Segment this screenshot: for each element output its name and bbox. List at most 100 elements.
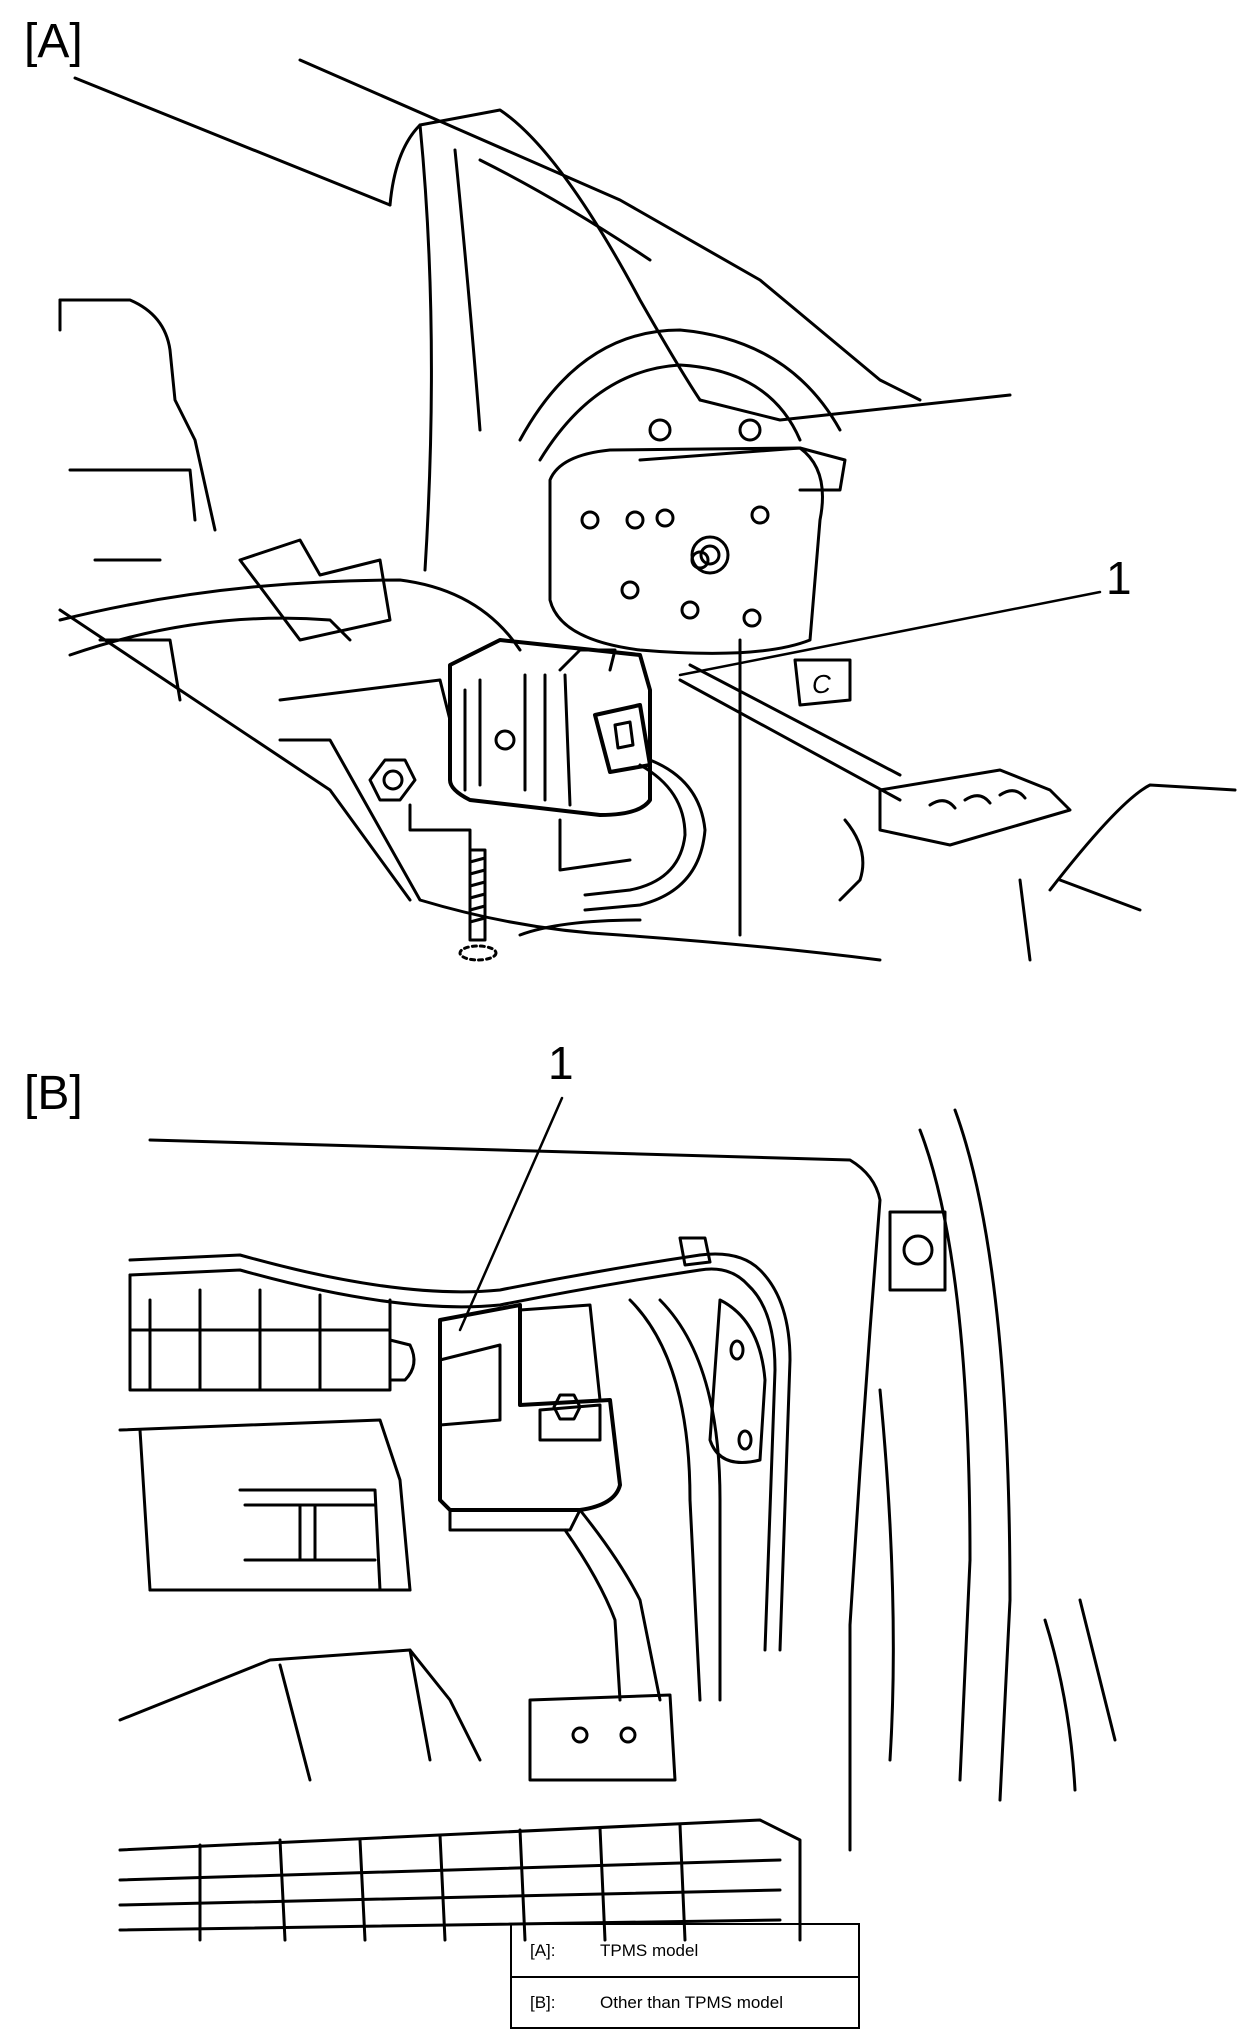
module-bracket-tab xyxy=(540,1405,600,1440)
module-hole xyxy=(496,731,514,749)
strut-center-bolt-inner xyxy=(701,546,719,564)
harness-line-upper xyxy=(130,1255,700,1292)
dash-left-edge xyxy=(140,1430,150,1590)
harness-clip xyxy=(680,1238,710,1265)
module-top-clip xyxy=(560,650,615,670)
module-rib xyxy=(565,675,570,805)
center-support xyxy=(630,1300,700,1700)
right-body-edge xyxy=(1020,880,1030,960)
lower-grille-slats xyxy=(200,1825,685,1940)
pillar-bracket xyxy=(890,1212,945,1290)
pillar-bracket-hole xyxy=(904,1236,932,1264)
stud-base xyxy=(460,946,496,960)
body-edge-line xyxy=(75,78,390,205)
legend-text-b: Other than TPMS model xyxy=(600,1992,783,2012)
module-front-face xyxy=(440,1345,500,1425)
lower-mount-plate xyxy=(530,1695,675,1780)
legend-row-b: [B]: Other than TPMS model xyxy=(512,1976,858,2027)
strut-plate-top xyxy=(640,448,845,490)
pillar-inner-edge xyxy=(455,150,480,430)
legend-text-a: TPMS model xyxy=(600,1940,699,1960)
strut-hole xyxy=(744,610,760,626)
vent-slats xyxy=(150,1290,320,1390)
right-body-line-2 xyxy=(1060,880,1140,910)
fender-top-line xyxy=(300,60,920,400)
nut-guide-line xyxy=(410,805,470,850)
right-body-line xyxy=(1050,785,1235,890)
engine-component-outline xyxy=(60,300,215,530)
legend-box: [A]: TPMS model [B]: Other than TPMS mod… xyxy=(510,1923,860,2029)
pillar-outline xyxy=(390,110,700,400)
harness-line-lower xyxy=(130,1270,700,1307)
strut-hole xyxy=(650,420,670,440)
strut-plate xyxy=(550,448,823,653)
panel-b-drawing xyxy=(120,1098,1115,1940)
dash-lower-edge xyxy=(120,1420,410,1590)
module-bracket xyxy=(520,1305,600,1400)
a-pillar-curve-inner-2 xyxy=(880,1390,893,1760)
apron-ledge xyxy=(280,680,450,720)
strut-bar xyxy=(680,680,900,800)
dash-top-outline xyxy=(150,1140,880,1850)
pillar-front-edge xyxy=(420,125,431,570)
legend-key-b: [B]: xyxy=(530,1992,556,2012)
engine-component-line xyxy=(70,470,195,520)
strut-hole xyxy=(622,582,638,598)
a-pillar-curve-inner xyxy=(920,1130,970,1780)
leader-line-a xyxy=(680,592,1100,675)
bracket-c-letter: C xyxy=(812,669,831,699)
duct-segment xyxy=(280,1665,310,1780)
legend-row-a: [A]: TPMS model xyxy=(512,1925,858,1976)
module-connector xyxy=(595,705,650,772)
strut-hole xyxy=(657,510,673,526)
strut-hole xyxy=(682,602,698,618)
fender-lower-edge xyxy=(700,395,1010,420)
module-body xyxy=(440,1305,620,1510)
strut-hole xyxy=(740,420,760,440)
module-bolt xyxy=(554,1395,580,1419)
apron-lower-line xyxy=(280,740,880,960)
mount-hole xyxy=(621,1728,635,1742)
apron-diagonal xyxy=(60,610,410,900)
vent-clip xyxy=(390,1340,414,1380)
module-wire-2 xyxy=(565,1530,620,1700)
wire-harness-inner xyxy=(585,765,685,895)
apron-upper-line xyxy=(60,580,520,650)
module-bottom xyxy=(450,1510,580,1530)
module-body xyxy=(450,640,650,815)
strut-hole xyxy=(627,512,643,528)
apron-inner-line xyxy=(70,618,350,655)
right-bracket xyxy=(880,770,1070,845)
wire-harness xyxy=(585,760,705,910)
pillar-inner-line xyxy=(480,160,650,260)
switch-panel-details xyxy=(245,1505,375,1560)
strut-hole xyxy=(582,512,598,528)
bracket-plate-hole xyxy=(739,1431,751,1449)
strut-center-bolt xyxy=(692,537,728,573)
panel-a-callout-1: 1 xyxy=(1106,552,1132,604)
harness-down-inner xyxy=(700,1269,775,1650)
center-support-2 xyxy=(660,1300,720,1700)
bracket-plate xyxy=(710,1300,765,1463)
strut-hole xyxy=(752,507,768,523)
wheel-arch-outer xyxy=(520,330,840,440)
right-cover-edge xyxy=(840,820,863,900)
bracket-c xyxy=(795,660,850,705)
harness-down xyxy=(700,1254,790,1650)
a-pillar-curve-right xyxy=(1045,1620,1075,1790)
stud-thread xyxy=(470,858,485,922)
engine-component-line xyxy=(100,640,180,700)
connector-latch xyxy=(615,722,633,748)
apron-edge xyxy=(520,920,640,935)
panel-b-label: [B] xyxy=(24,1067,83,1120)
leader-line-b xyxy=(460,1098,562,1330)
nut-bore xyxy=(384,771,402,789)
legend-key-a: [A]: xyxy=(530,1940,556,1960)
harness-clip xyxy=(560,820,630,870)
panel-b-callout-1: 1 xyxy=(548,1037,574,1089)
module-wire xyxy=(580,1510,660,1700)
duct-segment xyxy=(410,1650,430,1760)
a-pillar-edge xyxy=(1080,1600,1115,1740)
engine-mount-block xyxy=(240,540,390,640)
bracket-plate-hole xyxy=(731,1341,743,1359)
